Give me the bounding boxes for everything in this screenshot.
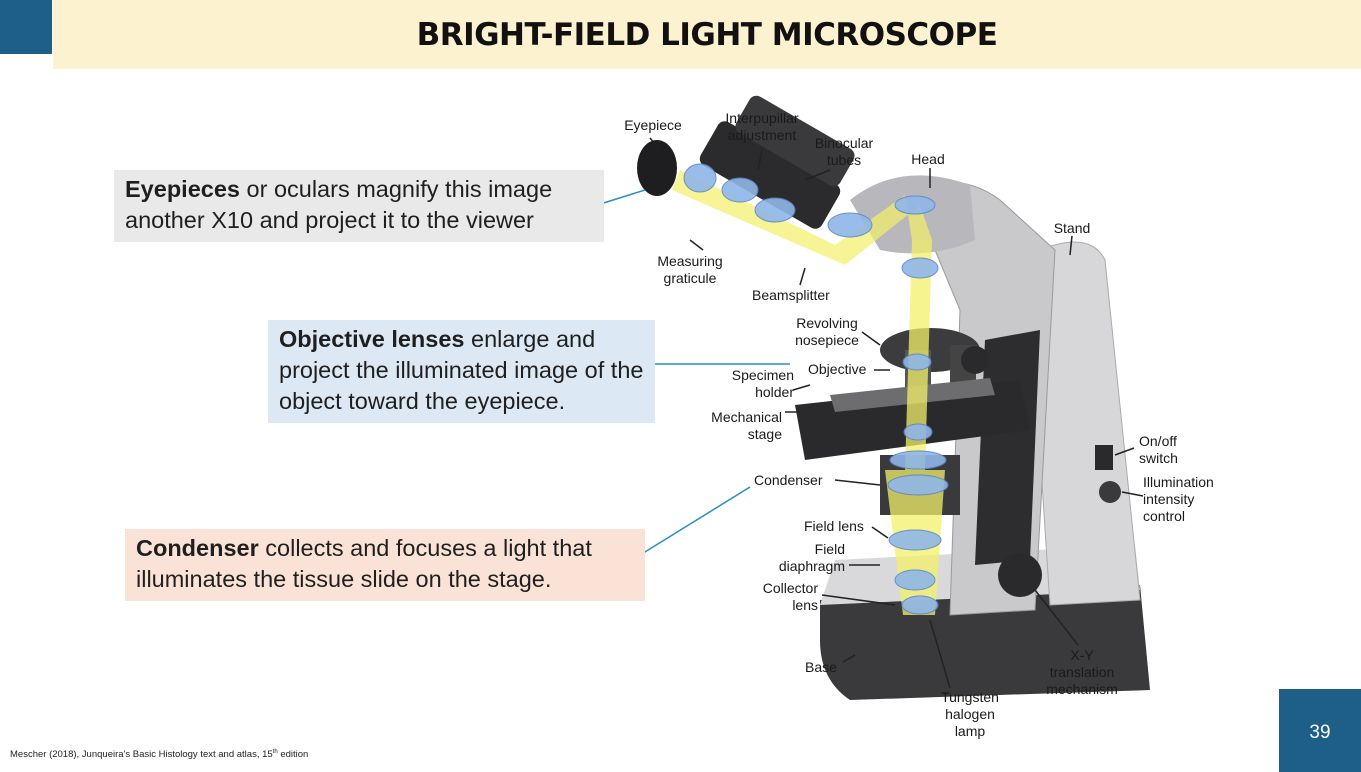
light-path-head xyxy=(835,195,932,265)
label-measuring-graticule: Measuring graticule xyxy=(657,253,723,286)
lens xyxy=(901,257,939,279)
leader-line xyxy=(871,526,889,539)
label-revolving-nosepiece: Revolving nosepiece xyxy=(795,315,859,348)
title-bar: BRIGHT-FIELD LIGHT MICROSCOPE xyxy=(53,0,1361,69)
label-base: Base xyxy=(805,659,837,675)
leader-line xyxy=(821,594,896,606)
label-eyepiece: Eyepiece xyxy=(624,117,682,133)
lens xyxy=(887,474,949,496)
light-path-eyepiece xyxy=(672,170,845,265)
lens xyxy=(754,197,796,223)
label-illumination-intensity: Illumination intensity control xyxy=(1143,474,1214,524)
leader-line xyxy=(842,654,856,663)
objective-callout: Objective lenses enlarge and project the… xyxy=(268,320,655,423)
label-objective: Objective xyxy=(808,361,867,377)
lens-group xyxy=(683,163,949,615)
leader-line xyxy=(861,331,881,346)
lens xyxy=(903,423,933,441)
label-beamsplitter: Beamsplitter xyxy=(752,287,830,303)
objective-callout-bold: Objective lenses xyxy=(279,326,465,352)
lens xyxy=(827,212,873,238)
label-on-off-switch: On/off switch xyxy=(1139,433,1178,466)
leader-line xyxy=(1069,235,1073,256)
page-number: 39 xyxy=(1279,689,1361,772)
citation-main: Mescher (2018), Junqueira's Basic Histol… xyxy=(10,749,273,761)
lens xyxy=(901,595,939,615)
lens xyxy=(721,177,759,203)
eyepiece-callout: Eyepieces or oculars magnify this image … xyxy=(114,170,604,242)
label-binocular-tubes: Binocular tubes xyxy=(814,135,874,168)
leader-line xyxy=(804,169,831,181)
leader-line xyxy=(689,239,704,251)
citation: Mescher (2018), Junqueira's Basic Histol… xyxy=(10,749,308,760)
eyepiece-callout-bold: Eyepieces xyxy=(125,176,240,202)
leader-line xyxy=(792,384,811,391)
focus-knob xyxy=(961,346,989,374)
condenser-callout-text: collects and focuses a light that illumi… xyxy=(136,535,592,592)
objective-callout-text: enlarge and project the illuminated imag… xyxy=(279,326,644,414)
citation-tail: edition xyxy=(277,749,309,761)
label-specimen-holder: Specimen holder xyxy=(731,367,794,400)
lens xyxy=(902,353,932,371)
leader-line xyxy=(757,149,763,171)
label-tungsten-lamp: Tungsten halogen lamp xyxy=(941,689,999,739)
label-field-lens: Field lens xyxy=(804,518,864,534)
leader-line xyxy=(929,619,951,689)
label-stand: Stand xyxy=(1053,220,1091,236)
label-interpupillar: Interpupillar adjustment xyxy=(725,110,799,143)
lens xyxy=(888,529,942,551)
leader-line xyxy=(1034,589,1079,646)
binocular-tube-2 xyxy=(735,95,855,187)
eyepiece-lens xyxy=(637,140,677,196)
eyepiece-callout-text: or oculars magnify this image another X1… xyxy=(125,176,553,233)
leader-line xyxy=(834,479,881,486)
label-field-diaphragm: Field diaphragm xyxy=(778,541,845,574)
on-off-switch xyxy=(1095,445,1113,470)
lens xyxy=(683,163,717,193)
microscope-stand xyxy=(1029,241,1141,606)
lens xyxy=(894,569,936,591)
label-head: Head xyxy=(911,151,945,167)
label-leaders xyxy=(649,137,1144,689)
label-xy-translation: X-Y translation mechanism xyxy=(1046,647,1118,697)
label-condenser: Condenser xyxy=(754,472,823,488)
condenser-callout-bold: Condenser xyxy=(136,535,259,561)
condenser-callout: Condenser collects and focuses a light t… xyxy=(125,529,645,601)
microscope-base xyxy=(820,585,1150,700)
slide-title: BRIGHT-FIELD LIGHT MICROSCOPE xyxy=(416,16,998,53)
leader-line xyxy=(1121,491,1144,497)
label-collector-lens: Collector lens xyxy=(762,580,818,613)
lens xyxy=(894,195,936,215)
citation-sup: th xyxy=(272,749,278,755)
xy-translation-knob xyxy=(998,553,1042,597)
illumination-knob xyxy=(1099,481,1121,503)
lens xyxy=(889,450,947,470)
leader-line xyxy=(799,267,806,286)
binocular-tube xyxy=(699,121,841,229)
label-mechanical-stage: Mechanical stage xyxy=(711,409,782,442)
corner-accent xyxy=(0,0,52,54)
condenser-callout-leader xyxy=(631,486,751,561)
leader-line xyxy=(1114,447,1135,456)
leader-line xyxy=(649,137,661,151)
